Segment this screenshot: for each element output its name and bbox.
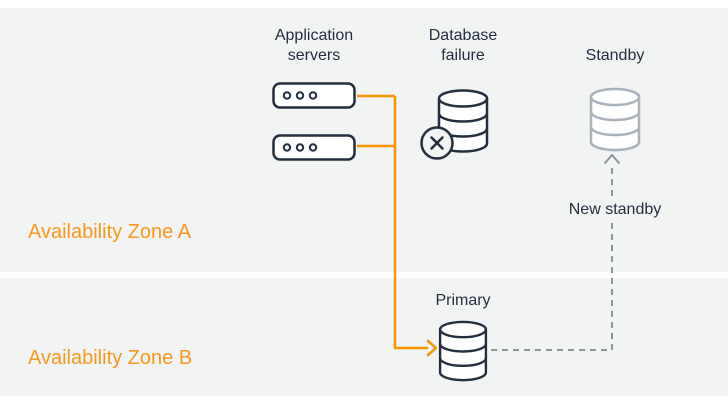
dashed-connector-line [491,166,613,351]
availability-zone-b-band [0,278,728,396]
availability-zone-b-label: Availability Zone B [28,347,193,369]
server-icon [272,134,356,161]
new-standby-label: New standby [563,199,667,221]
database-standby-icon [589,87,641,152]
gray-arrowhead-icon [604,154,620,164]
availability-zone-a-label: Availability Zone A [28,221,192,243]
x-circle-icon [420,126,454,160]
server-icon [272,82,356,109]
primary-label: Primary [435,292,491,309]
database-primary-icon [438,320,488,382]
standby-label: Standby [585,47,645,64]
application-servers-label: Application servers [274,27,354,64]
orange-arrowhead-icon [426,339,438,357]
database-failure-label: Database failure [428,27,498,64]
orange-connector-line [357,94,428,350]
